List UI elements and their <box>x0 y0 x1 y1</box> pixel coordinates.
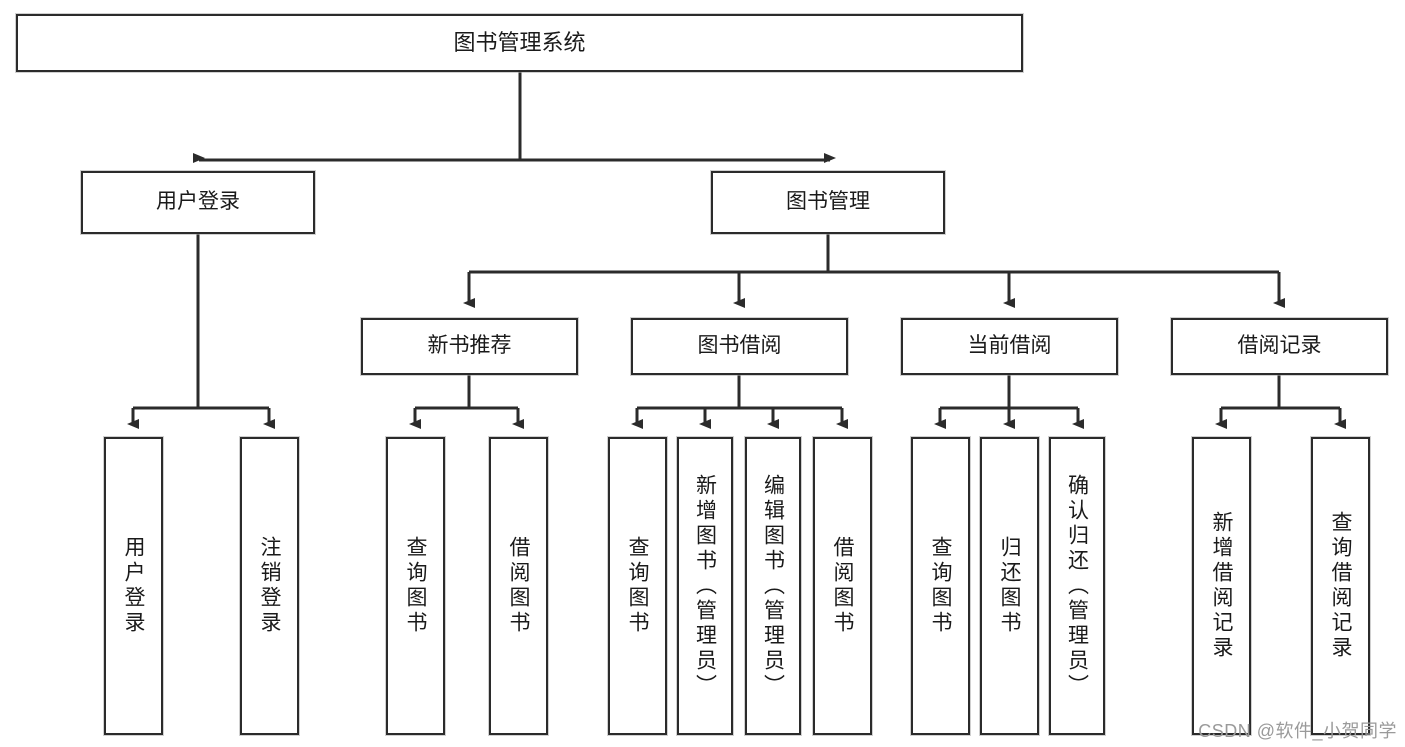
node-label: 新书推荐 <box>427 334 512 358</box>
node-label: 图书管理 <box>786 190 870 214</box>
node-label: 查询图书 <box>929 536 952 636</box>
node-borrow-record[interactable]: 借阅记录 <box>1171 318 1388 375</box>
node-leaf-add-record[interactable]: 新增借阅记录 <box>1192 437 1251 735</box>
node-leaf-add-book[interactable]: 新增图书（管理员） <box>677 437 733 735</box>
node-label: 图书管理系统 <box>453 30 586 56</box>
node-label: 用户登录 <box>122 536 145 636</box>
node-leaf-user-logout[interactable]: 注销登录 <box>240 437 299 735</box>
node-label: 查询图书 <box>404 536 427 636</box>
node-leaf-query-book-3[interactable]: 查询图书 <box>911 437 970 735</box>
node-leaf-user-login[interactable]: 用户登录 <box>104 437 163 735</box>
node-label: 确认归还（管理员） <box>1065 473 1089 699</box>
node-leaf-borrow-book-2[interactable]: 借阅图书 <box>813 437 872 735</box>
node-leaf-query-book-1[interactable]: 查询图书 <box>386 437 445 735</box>
node-current-borrow[interactable]: 当前借阅 <box>901 318 1118 375</box>
node-label: 新增借阅记录 <box>1210 511 1233 661</box>
node-label: 当前借阅 <box>967 334 1052 358</box>
node-leaf-return-book[interactable]: 归还图书 <box>980 437 1039 735</box>
node-label: 图书借阅 <box>697 334 782 358</box>
node-label: 注销登录 <box>258 536 281 636</box>
node-label: 借阅记录 <box>1237 334 1322 358</box>
node-leaf-borrow-book-1[interactable]: 借阅图书 <box>489 437 548 735</box>
node-label: 用户登录 <box>156 190 240 214</box>
node-new-book-recommend[interactable]: 新书推荐 <box>361 318 578 375</box>
node-label: 借阅图书 <box>831 536 854 636</box>
node-label: 编辑图书（管理员） <box>761 473 785 699</box>
node-label: 查询借阅记录 <box>1329 511 1352 661</box>
node-leaf-confirm-return[interactable]: 确认归还（管理员） <box>1049 437 1105 735</box>
node-book-borrow[interactable]: 图书借阅 <box>631 318 848 375</box>
node-label: 查询图书 <box>626 536 649 636</box>
node-leaf-query-record[interactable]: 查询借阅记录 <box>1311 437 1370 735</box>
node-user-login[interactable]: 用户登录 <box>81 171 315 234</box>
node-leaf-query-book-2[interactable]: 查询图书 <box>608 437 667 735</box>
node-label: 借阅图书 <box>507 536 530 636</box>
node-label: 归还图书 <box>998 536 1021 636</box>
csdn-watermark: CSDN @软件_小贺同学 <box>1198 721 1397 741</box>
node-leaf-edit-book[interactable]: 编辑图书（管理员） <box>745 437 801 735</box>
node-book-management[interactable]: 图书管理 <box>711 171 945 234</box>
node-root-book-management-system[interactable]: 图书管理系统 <box>16 14 1023 72</box>
node-label: 新增图书（管理员） <box>693 473 717 699</box>
